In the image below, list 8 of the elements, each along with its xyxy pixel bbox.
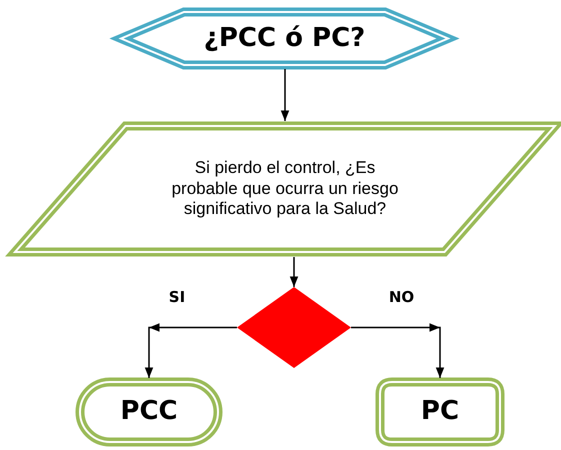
arrow bbox=[280, 69, 290, 121]
node-text: Si pierdo el control, ¿Es probable que ocurra un riesgo significativo para la Salud? bbox=[170, 158, 400, 220]
node-text: ¿PCC ó PC? bbox=[204, 22, 366, 54]
arrow bbox=[144, 323, 237, 378]
arrow bbox=[290, 257, 298, 287]
node-text: PC bbox=[420, 396, 460, 428]
node-text: PCC bbox=[120, 396, 178, 428]
arrow bbox=[351, 323, 444, 378]
